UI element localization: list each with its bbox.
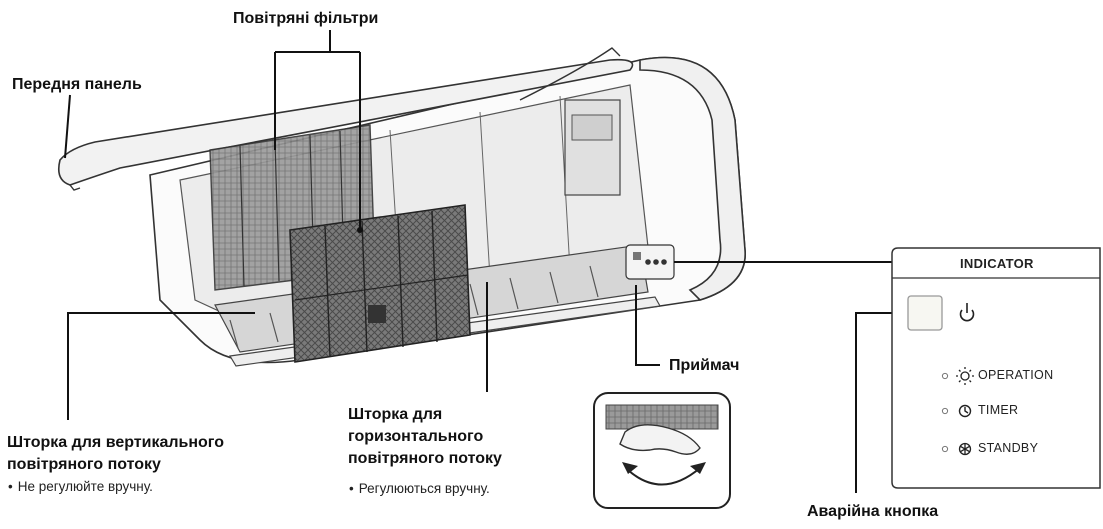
hand-adjust-inset: [593, 392, 731, 509]
vertical-louver-note: • Не регулюйте вручну.: [8, 478, 153, 496]
front-panel-label: Передня панель: [12, 76, 142, 93]
operation-led: [941, 372, 949, 380]
vertical-louver-label-line2: повітряного потоку: [7, 456, 161, 473]
timer-label: TIMER: [978, 403, 1019, 417]
bullet: •: [8, 479, 13, 494]
standby-led: [941, 445, 949, 453]
power-icon: [959, 303, 975, 322]
sun-icon: [956, 367, 974, 385]
air-filter-lower: [289, 204, 471, 363]
clock-icon: [958, 404, 972, 418]
hand-icon: [619, 424, 701, 455]
timer-led: [941, 407, 949, 415]
air-filters-label: Повітряні фільтри: [233, 10, 379, 27]
horizontal-louver-label-line2: горизонтального: [348, 428, 484, 445]
emergency-button[interactable]: [907, 295, 943, 331]
operation-label: OPERATION: [978, 368, 1054, 382]
horizontal-louver-note-text: Регулюються вручну.: [358, 481, 490, 496]
vertical-louver-label-line1: Шторка для вертикального: [7, 434, 225, 451]
indicator-panel: [891, 247, 1101, 489]
standby-label: STANDBY: [978, 441, 1039, 455]
callout-lines: [64, 30, 926, 493]
receiver-label: Приймач: [669, 357, 740, 374]
horizontal-louver-note: • Регулюються вручну.: [349, 480, 490, 498]
filter-pointer-dot: [357, 227, 363, 233]
horizontal-louver-label-line3: повітряного потоку: [348, 450, 502, 467]
front-panel: [57, 47, 634, 191]
emergency-button-label: Аварійна кнопка: [807, 503, 939, 520]
horizontal-louver-label-line1: Шторка для: [348, 406, 443, 423]
vertical-louver-note-text: Не регулюйте вручну.: [17, 479, 153, 494]
bullet: •: [349, 481, 354, 496]
snowflake-icon: [958, 442, 972, 456]
indicator-title: INDICATOR: [960, 256, 1034, 271]
